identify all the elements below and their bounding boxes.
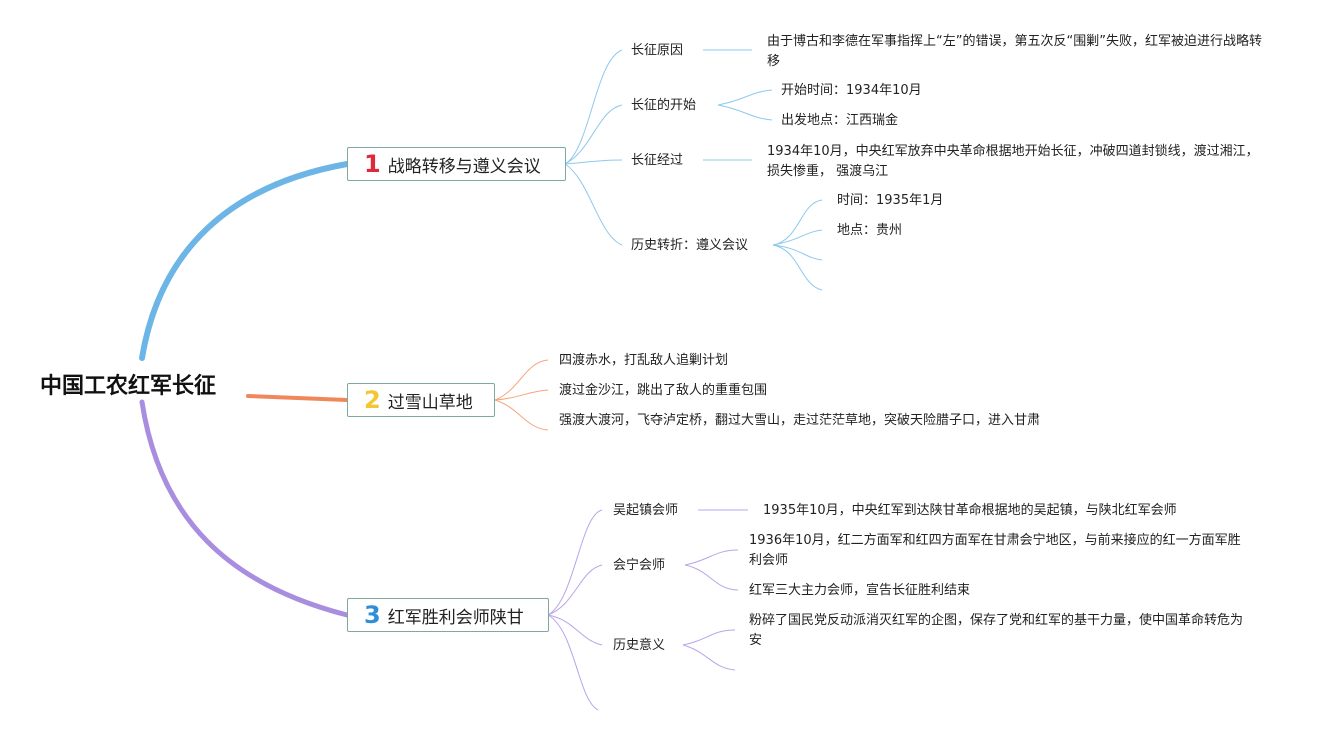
snow-item-3[interactable]: 强渡大渡河，飞夺泸定桥，翻过大雪山，走过茫茫草地，突破天险腊子口，进入甘肃 [559,413,1041,428]
branch1-main-line [139,161,350,361]
course-text[interactable]: 1934年10月，中央红军放弃中央革命根据地开始长征，冲破四道封锁线，渡过湘江，… [767,144,1259,179]
huining-label[interactable]: 会宁会师 [613,558,666,573]
turn-place[interactable]: 地点：贵州 [837,223,903,238]
huining-text-1[interactable]: 1936年10月，红二方面军和红四方面军在甘肃会宁地区，与前来接应的红一方面军胜… [749,533,1241,568]
number-2-icon: 2 [364,386,381,414]
start-place[interactable]: 出发地点：江西瑞金 [781,113,899,128]
branch2-node[interactable]: 2 过雪山草地 [347,383,495,417]
reason-text[interactable]: 由于博古和李德在军事指挥上“左”的错误，第五次反“围剿”失败，红军被迫进行战略转… [767,34,1262,69]
reason-label[interactable]: 长征原因 [631,43,684,58]
branch3-sub-lines [547,509,748,711]
root-topic[interactable]: 中国工农红军长征 [40,374,217,399]
branch2-sub-lines [494,359,549,431]
turn-time[interactable]: 时间：1935年1月 [837,193,944,208]
turn-label[interactable]: 历史转折：遵义会议 [631,238,749,253]
branch2-label: 过雪山草地 [387,392,473,413]
meaning-text[interactable]: 粉碎了国民党反动派消灭红军的企图，保存了党和红军的基干力量，使中国革命转危为安 [749,613,1244,648]
snow-item-1[interactable]: 四渡赤水，打乱敌人追剿计划 [559,353,729,368]
course-label[interactable]: 长征经过 [631,153,684,168]
start-label[interactable]: 长征的开始 [631,98,697,113]
wuqi-text[interactable]: 1935年10月，中央红军到达陕甘革命根据地的吴起镇，与陕北红军会师 [763,503,1177,518]
number-1-icon: 1 [364,150,381,178]
number-3-icon: 3 [364,601,381,629]
meaning-label[interactable]: 历史意义 [613,638,666,653]
branch3-label: 红军胜利会师陕甘 [387,607,524,628]
snow-item-2[interactable]: 渡过金沙江，跳出了敌人的重重包围 [559,383,768,398]
branch3-node[interactable]: 3 红军胜利会师陕甘 [347,598,549,632]
huining-text-2[interactable]: 红军三大主力会师，宣告长征胜利结束 [749,583,971,598]
branch1-sub-lines [564,49,823,291]
branch2-main-line [246,394,349,402]
start-time[interactable]: 开始时间：1934年10月 [781,83,922,98]
branch1-node[interactable]: 1 战略转移与遵义会议 [347,147,566,181]
branch1-label: 战略转移与遵义会议 [387,156,541,177]
branch3-main-line [139,399,350,618]
wuqi-label[interactable]: 吴起镇会师 [613,503,679,518]
